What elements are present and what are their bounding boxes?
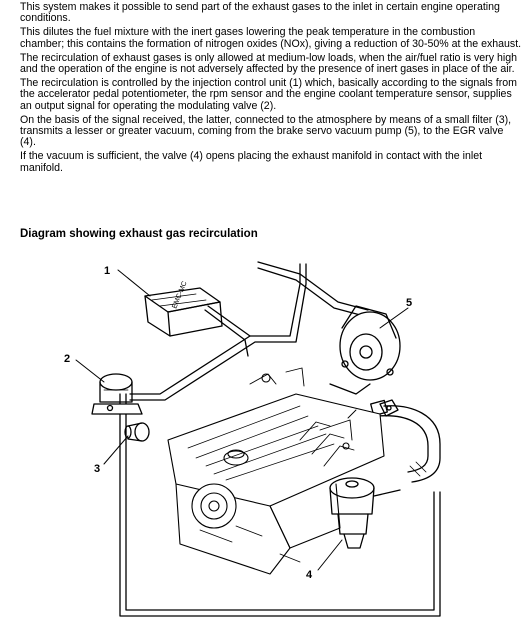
paragraph: The recirculation of exhaust gases is on…: [20, 51, 517, 76]
callout-3: 3: [94, 463, 100, 475]
callout-2: 2: [64, 353, 70, 365]
paragraph: This system makes it possible to send pa…: [20, 1, 500, 25]
vacuum-hoses: [119, 261, 441, 617]
paragraph: If the vacuum is sufficient, the valve (…: [20, 150, 483, 174]
bracket: [379, 399, 399, 417]
diagram-title: Diagram showing exhaust gas recirculatio…: [20, 228, 258, 240]
callout-5: 5: [406, 297, 412, 309]
body-text: This system makes it possible to send pa…: [20, 1, 522, 177]
modulating-valve: [91, 373, 143, 415]
egr-diagram: EMC-MC: [64, 261, 441, 617]
paragraph: The recirculation is controlled by the i…: [20, 77, 517, 112]
callout-leaders: [75, 269, 409, 571]
vacuum-pump: [329, 305, 401, 395]
egr-valve: [329, 477, 401, 549]
callout-1: 1: [104, 265, 110, 277]
callout-4: 4: [306, 569, 313, 581]
air-filter: [124, 422, 150, 442]
engine: [167, 367, 385, 575]
paragraph: On the basis of the signal received, the…: [20, 113, 512, 149]
exhaust-pipe: [370, 399, 441, 483]
paragraph: This dilutes the fuel mixture with the i…: [20, 26, 522, 50]
